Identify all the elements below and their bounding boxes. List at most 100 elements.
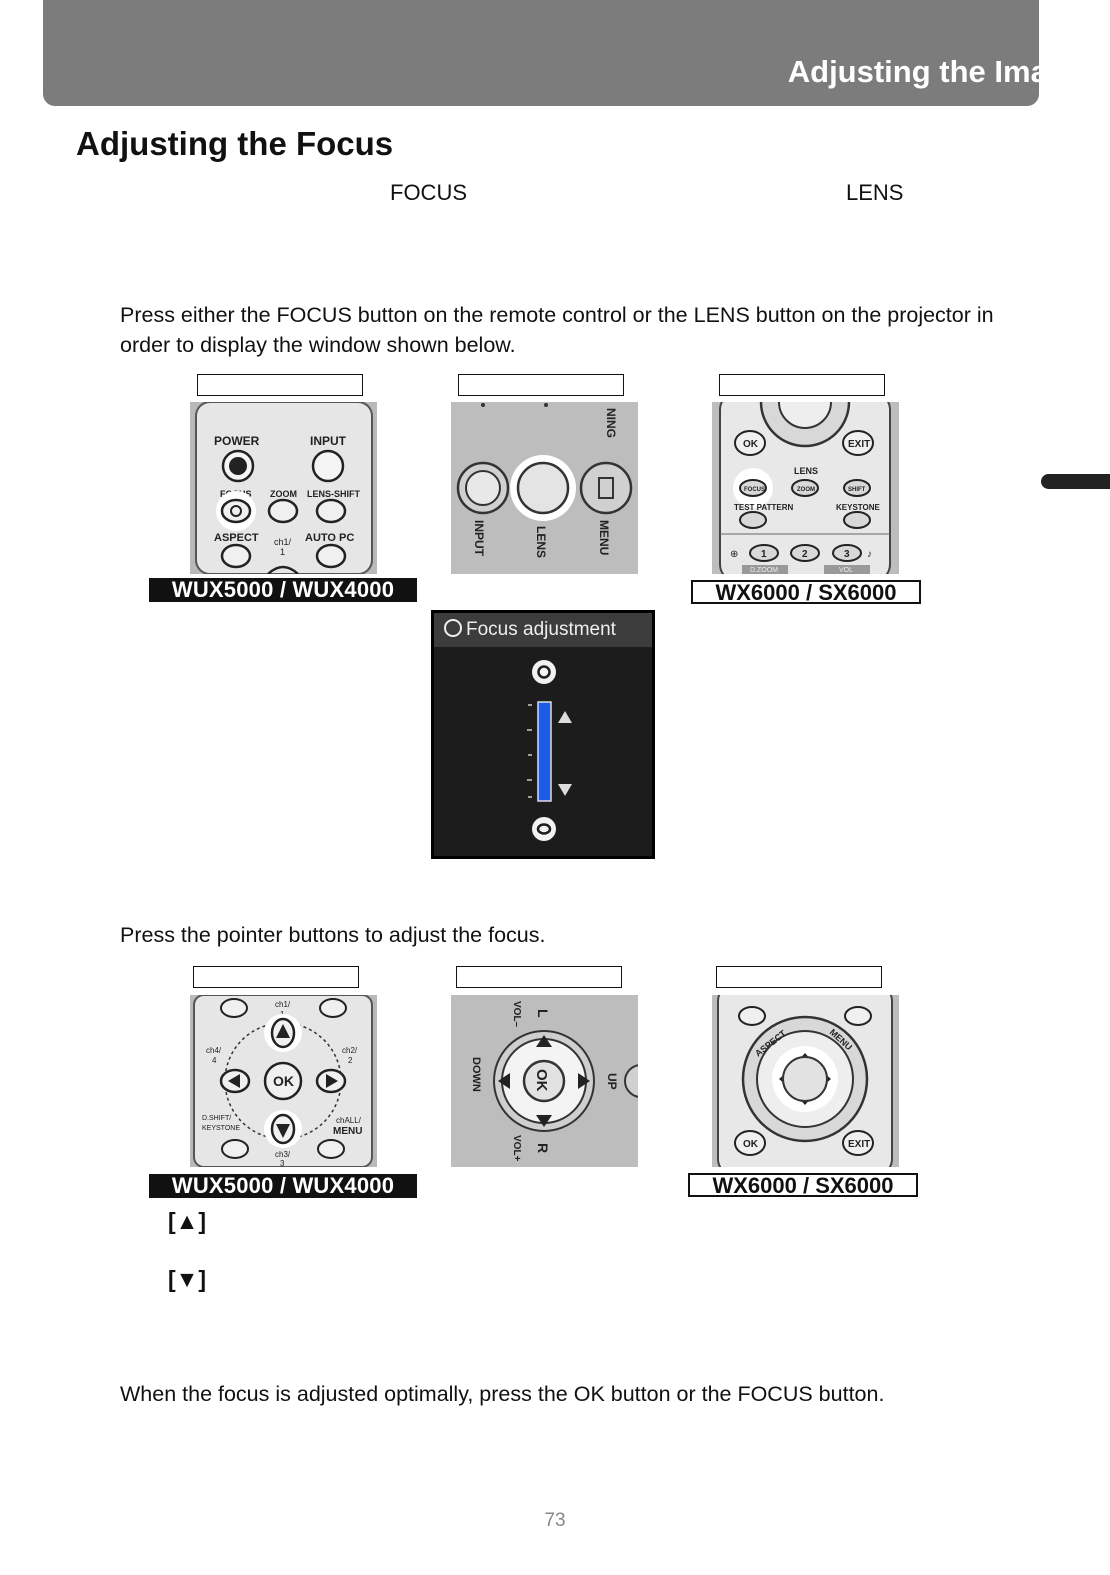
ok-button[interactable] bbox=[734, 430, 766, 456]
lens-shift-label: LENS-SHIFT bbox=[307, 489, 361, 499]
button-3[interactable] bbox=[832, 544, 862, 562]
ok-label: OK bbox=[273, 1073, 294, 1089]
auto-pc-button[interactable] bbox=[315, 543, 347, 569]
zoom-in-icon: ⊕ bbox=[730, 549, 738, 560]
ch1-label: ch1/ bbox=[275, 1000, 291, 1009]
model-label-wx: WX6000 / SX6000 bbox=[688, 1173, 918, 1197]
zoom-label: ZOOM bbox=[797, 487, 815, 493]
label-box bbox=[456, 966, 622, 988]
label-box bbox=[719, 374, 885, 396]
l-label: L bbox=[535, 1009, 551, 1018]
section-title: Adjusting the Image bbox=[787, 54, 1084, 89]
down-arrow-icon bbox=[558, 784, 572, 796]
page-title: Adjusting the Focus bbox=[76, 125, 394, 162]
focus-icon bbox=[444, 619, 462, 637]
focus-button[interactable] bbox=[220, 498, 252, 524]
up-label: UP bbox=[605, 1073, 619, 1090]
ch1-number: 1 bbox=[280, 547, 285, 557]
label-box bbox=[193, 966, 359, 988]
focus-window-titlebar: Focus adjustment bbox=[434, 613, 652, 647]
up-arrow-icon bbox=[536, 1035, 552, 1047]
right-arrow-icon bbox=[326, 1074, 338, 1088]
aspect-button[interactable] bbox=[220, 543, 252, 569]
down-arrow-key: [▼] bbox=[168, 1266, 207, 1292]
shift-button[interactable] bbox=[843, 479, 871, 497]
keystone-label: KEYSTONE bbox=[836, 503, 881, 512]
ch2-label: ch2/ bbox=[342, 1046, 358, 1055]
auto-pc-label: AUTO PC bbox=[305, 532, 354, 544]
power-label: POWER bbox=[214, 434, 260, 448]
chall-label: chALL/ bbox=[336, 1116, 362, 1125]
focus-near-icon bbox=[532, 660, 556, 684]
test-pattern-label: TEST PATTERN bbox=[734, 503, 793, 512]
keystone-button[interactable] bbox=[221, 1139, 249, 1159]
dshift-label: D.SHIFT/ bbox=[202, 1115, 231, 1122]
intro-focus-word: FOCUS bbox=[390, 180, 467, 205]
up-arrow-icon bbox=[276, 1024, 290, 1038]
ok-button[interactable] bbox=[263, 1061, 303, 1101]
zoom-button[interactable] bbox=[267, 498, 299, 524]
remote-photo-lens-focus: OK EXIT LENS FOCUS ZOOM SHIFT TEST PATTE… bbox=[712, 402, 899, 574]
r-label: R bbox=[535, 1143, 551, 1153]
intro-lens-word: LENS bbox=[846, 180, 904, 205]
ch4-number: 4 bbox=[212, 1056, 217, 1065]
pointer-ring bbox=[267, 565, 299, 574]
focus-icon bbox=[230, 505, 242, 517]
ok-button[interactable] bbox=[522, 1059, 566, 1103]
remote-photo-pointer: ch1/ 1 ch4/ 4 ch2/ 2 OK D.SHIFT/ KEYSTON… bbox=[190, 995, 377, 1167]
menu-button[interactable] bbox=[317, 1139, 345, 1159]
exit-label: EXIT bbox=[848, 439, 870, 450]
speaker-icon: ♪ bbox=[867, 549, 872, 560]
left-arrow-icon bbox=[498, 1073, 510, 1089]
projector-photo-pointer: VOL– L DOWN OK UP VOL+ R bbox=[451, 995, 638, 1167]
ch3-label: ch3/ bbox=[275, 1150, 291, 1159]
down-arrow-icon bbox=[536, 1115, 552, 1127]
ok-button[interactable] bbox=[734, 1130, 766, 1156]
down-label: DOWN bbox=[470, 1057, 482, 1092]
keystone-label: KEYSTONE bbox=[202, 1125, 240, 1132]
exit-button[interactable] bbox=[842, 1130, 874, 1156]
lens-shift-button[interactable] bbox=[315, 498, 347, 524]
menu-label: MENU bbox=[597, 520, 611, 555]
remote-photo-focus: POWER INPUT FOCUS ZOOM LENS-SHIFT ASPECT… bbox=[190, 402, 377, 574]
focus-far-icon bbox=[532, 817, 556, 841]
button-1-label: 1 bbox=[761, 549, 767, 560]
lens-label: LENS bbox=[534, 526, 548, 558]
step3-text: When the focus is adjusted optimally, pr… bbox=[120, 1382, 885, 1406]
button-1[interactable] bbox=[749, 544, 779, 562]
dzoom-label: D.ZOOM bbox=[750, 567, 778, 574]
zoom-button[interactable] bbox=[791, 479, 819, 497]
input-label: INPUT bbox=[310, 434, 347, 448]
exit-button[interactable] bbox=[842, 430, 874, 456]
model-label-wux: WUX5000 / WUX4000 bbox=[149, 578, 417, 602]
step1-text: Press either the FOCUS button on the rem… bbox=[120, 303, 994, 357]
exit-label: EXIT bbox=[848, 1139, 870, 1150]
center-button[interactable] bbox=[782, 1056, 828, 1102]
focus-button[interactable] bbox=[739, 479, 767, 497]
up-arrow-key: [▲] bbox=[168, 1208, 207, 1234]
remote-photo-pointer-wx: ASPECT MENU OK EXIT bbox=[712, 995, 899, 1167]
right-arrow-icon bbox=[578, 1073, 590, 1089]
focus-level-bar bbox=[537, 701, 552, 802]
label-box bbox=[458, 374, 624, 396]
menu-button[interactable] bbox=[579, 461, 633, 515]
ok-label: OK bbox=[743, 439, 759, 450]
chapter-tab bbox=[1041, 474, 1110, 489]
down-arrow-icon bbox=[276, 1124, 290, 1138]
lens-button[interactable] bbox=[516, 461, 570, 515]
left-arrow-icon bbox=[228, 1074, 240, 1088]
input-button[interactable] bbox=[311, 449, 345, 483]
header-bar bbox=[43, 0, 1039, 106]
zoom-label: ZOOM bbox=[270, 489, 297, 499]
focus-label: FOCUS bbox=[744, 487, 765, 493]
menu-label: MENU bbox=[333, 1126, 362, 1137]
keystone-button[interactable] bbox=[843, 511, 871, 529]
menu-icon bbox=[598, 477, 614, 499]
ch3-number: 3 bbox=[280, 1159, 285, 1167]
vol-plus-label: VOL+ bbox=[511, 1135, 522, 1162]
vol-label: VOL bbox=[839, 567, 853, 574]
test-pattern-button[interactable] bbox=[739, 511, 767, 529]
button-2[interactable] bbox=[790, 544, 820, 562]
model-label-wx: WX6000 / SX6000 bbox=[691, 580, 921, 604]
step2-text: Press the pointer buttons to adjust the … bbox=[120, 923, 546, 947]
